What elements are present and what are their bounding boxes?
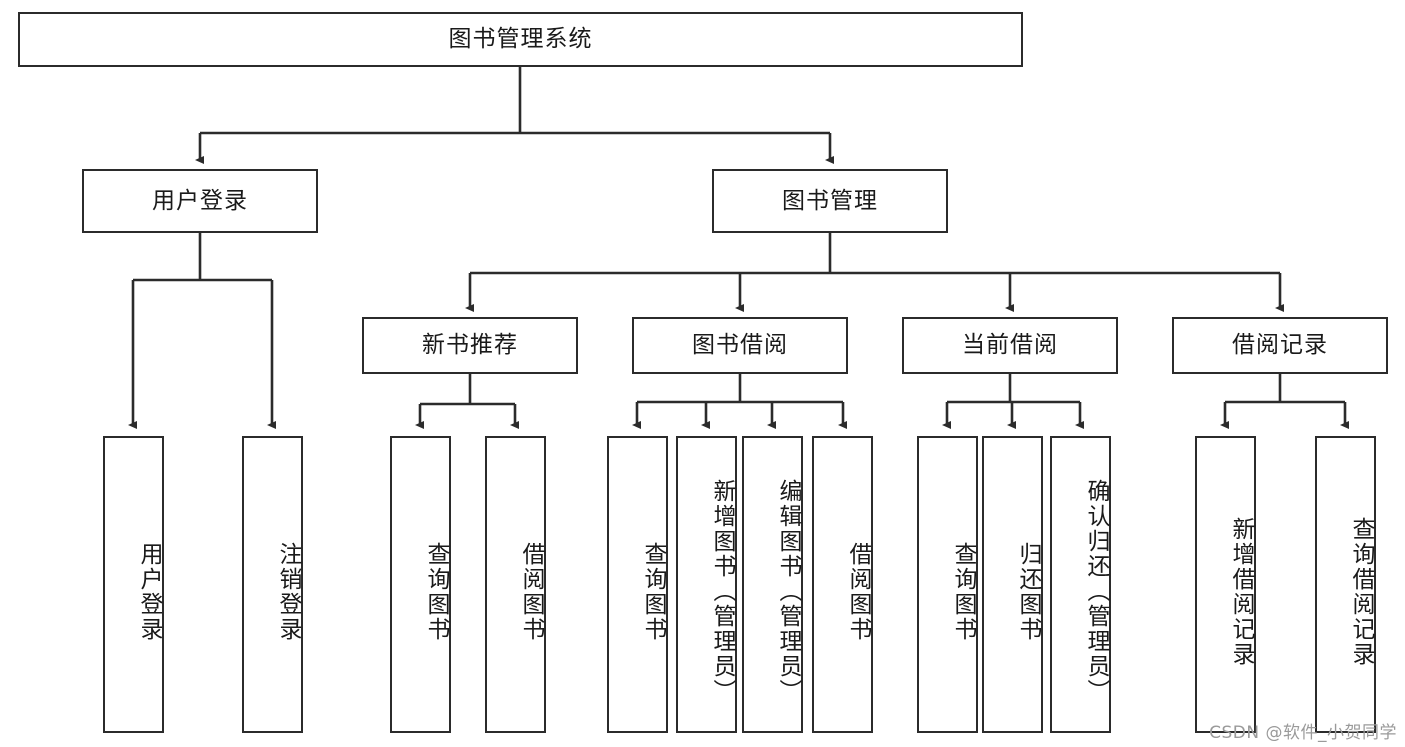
node-leaf-query-book-borrow[interactable]: 查询图书 bbox=[607, 436, 668, 733]
node-label: 确认归还（管理员） bbox=[1083, 479, 1109, 704]
node-current-borrow[interactable]: 当前借阅 bbox=[902, 317, 1118, 374]
node-leaf-query-borrow-record[interactable]: 查询借阅记录 bbox=[1315, 436, 1376, 733]
node-leaf-add-borrow-record[interactable]: 新增借阅记录 bbox=[1195, 436, 1256, 733]
node-label: 借阅图书 bbox=[845, 541, 871, 642]
node-label: 新书推荐 bbox=[422, 332, 518, 359]
node-label: 新增借阅记录 bbox=[1228, 516, 1254, 667]
node-leaf-borrow-book[interactable]: 借阅图书 bbox=[812, 436, 873, 733]
node-label: 编辑图书（管理员） bbox=[775, 479, 801, 704]
node-leaf-confirm-return-admin[interactable]: 确认归还（管理员） bbox=[1050, 436, 1111, 733]
node-new-book-recommend[interactable]: 新书推荐 bbox=[362, 317, 578, 374]
node-label: 借阅记录 bbox=[1232, 332, 1328, 359]
node-label: 新增图书（管理员） bbox=[709, 479, 735, 704]
node-leaf-borrow-book-newbook[interactable]: 借阅图书 bbox=[485, 436, 546, 733]
node-root-system[interactable]: 图书管理系统 bbox=[18, 12, 1023, 67]
node-label: 图书借阅 bbox=[692, 332, 788, 359]
node-label: 当前借阅 bbox=[962, 332, 1058, 359]
node-label: 图书管理 bbox=[782, 187, 878, 214]
node-leaf-user-logout[interactable]: 注销登录 bbox=[242, 436, 303, 733]
node-label: 查询图书 bbox=[640, 541, 666, 642]
node-leaf-edit-book-admin[interactable]: 编辑图书（管理员） bbox=[742, 436, 803, 733]
node-label: 图书管理系统 bbox=[448, 26, 593, 53]
node-label: 用户登录 bbox=[152, 187, 248, 214]
node-borrow-record[interactable]: 借阅记录 bbox=[1172, 317, 1388, 374]
node-leaf-add-book-admin[interactable]: 新增图书（管理员） bbox=[676, 436, 737, 733]
node-user-login[interactable]: 用户登录 bbox=[82, 169, 318, 233]
node-leaf-user-login[interactable]: 用户登录 bbox=[103, 436, 164, 733]
node-label: 用户登录 bbox=[136, 541, 162, 642]
node-label: 查询图书 bbox=[950, 541, 976, 642]
node-label: 查询图书 bbox=[423, 541, 449, 642]
csdn-watermark: CSDN @软件_小贺同学 bbox=[1209, 723, 1397, 743]
node-book-borrow[interactable]: 图书借阅 bbox=[632, 317, 848, 374]
node-label: 注销登录 bbox=[275, 541, 301, 642]
node-label: 归还图书 bbox=[1015, 541, 1041, 642]
node-book-management[interactable]: 图书管理 bbox=[712, 169, 948, 233]
node-leaf-query-book-newbook[interactable]: 查询图书 bbox=[390, 436, 451, 733]
node-leaf-query-book-current[interactable]: 查询图书 bbox=[917, 436, 978, 733]
node-leaf-return-book[interactable]: 归还图书 bbox=[982, 436, 1043, 733]
node-label: 查询借阅记录 bbox=[1348, 516, 1374, 667]
node-label: 借阅图书 bbox=[518, 541, 544, 642]
